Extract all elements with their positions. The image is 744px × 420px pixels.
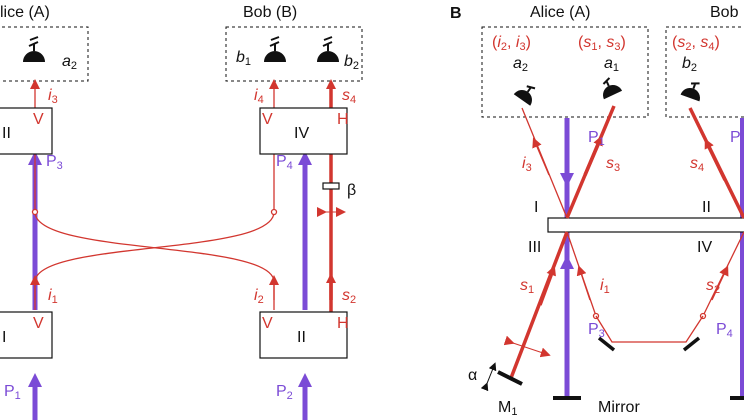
beam-label-i3-right: i3 [522,155,532,174]
detector-label-a1-right: a1 [604,55,619,74]
crystal-label-iv-right: IV [697,239,712,256]
crystal-label-ii-bottom-right: II [297,329,306,346]
panel-right: B Alice (A) Bob (i2, i3) (s1, s3) (s2, s… [450,4,744,418]
alice-title-left: lice (A) [0,4,50,21]
polarization-v-top-right: V [262,111,273,128]
mirror-m1 [497,370,523,386]
detector-label-b1-left: b1 [236,49,251,68]
group-label-i2-i3: (i2, i3) [492,34,531,53]
crystal-ii-bottom-right [259,311,348,359]
polarization-h-top-right: H [337,111,349,128]
detector-label-b2-right: b2 [682,55,697,74]
mirror-small-right [682,336,701,352]
detector-icon-a2-left [23,36,45,62]
alpha-label: α [468,367,477,384]
detector-icon-a1-right [602,77,623,100]
polarization-h-bottom-right: H [337,315,349,332]
detector-icon-a2-right [513,85,536,106]
crystal-label-i-right: I [534,199,538,216]
mirror-label-m1: M1 [498,399,517,418]
crystal-label-iv: IV [294,125,309,142]
crystal-label-ii-right: II [702,199,711,216]
detector-icon-b2-left [317,36,339,62]
pump-label-p-cut: P [730,129,741,146]
beam-label-s4-left: s4 [342,87,356,106]
bob-detector-box-left [225,26,363,82]
signal-arrow-s3 [583,135,603,176]
mirror-small-left [597,336,616,352]
idler-arrow-s2-right [711,265,729,301]
fiber-node-left [31,208,39,216]
wave-plate-beta [322,182,340,190]
pump-label-p1-right: P1 [588,129,605,148]
panel-letter-b: B [450,5,462,22]
pump-label-p4-right: P4 [716,321,733,340]
pump-label-p3-right: P3 [588,321,605,340]
idler-arrow-i1-right [576,265,591,301]
crystal-slab [547,217,744,233]
detector-icon-b1-left [264,36,286,62]
polarization-v-bottom-left: V [33,315,44,332]
pump-label-p2: P2 [276,383,293,402]
fiber-node-right [270,208,278,216]
beam-label-s2-left: s2 [342,287,356,306]
pump-label-p1: P1 [4,383,21,402]
detector-label-a2-left: a2 [62,53,77,72]
detector-label-a2-right: a2 [513,55,528,74]
idler-crossing-path-1 [34,211,275,283]
beam-label-i1-left: i1 [48,287,58,306]
mirror-label: Mirror [598,399,640,416]
signal-arrow-s4-right [704,138,727,181]
bob-title-right: Bob [710,4,739,21]
beta-label: β [347,182,356,199]
beam-label-i2-left: i2 [254,287,264,306]
crystal-label-ii-top-left: II [2,125,11,142]
polarization-v-bottom-right: V [262,315,273,332]
group-label-s1-s3: (s1, s3) [578,34,626,53]
beam-label-i4-left: i4 [254,87,264,106]
alpha-rotation-arrow [480,362,497,392]
bob-detector-box-right [665,26,744,118]
crystal-i-bottom-left [0,311,53,359]
group-label-s2-s4: (s2, s4) [672,34,720,53]
beam-label-i3-left: i3 [48,87,58,106]
idler-arrow-i3-right [532,137,550,176]
detector-label-b2-left: b2 [344,53,359,72]
beam-label-s4-right: s4 [690,155,704,174]
panel-left: lice (A) Bob (B) a2 b1 b2 [0,4,363,420]
beam-label-s3-right: s3 [606,155,620,174]
idler-crossing-path-2 [34,211,275,283]
bob-title-left: Bob (B) [243,4,297,21]
alice-detector-box-right [481,26,649,118]
idler-reflection-path [595,315,704,343]
crystal-ii-top-left [0,107,53,155]
beam-label-s2-right: s2 [706,277,720,296]
alpha-adjust-arrow [503,335,551,358]
pump-label-p4: P4 [276,153,293,172]
crystal-label-i-bottom-left: I [2,329,6,346]
signal-arrow-s1 [538,265,556,306]
alice-detector-box-left [0,26,89,82]
polarization-v-top-left: V [33,111,44,128]
pump-label-p3: P3 [46,153,63,172]
alice-title-right: Alice (A) [530,4,590,21]
crystal-label-iii-right: III [528,239,541,256]
beam-label-s1-right: s1 [520,277,534,296]
crystal-iv-top-right [259,107,348,155]
detector-icon-b2-right [680,82,700,102]
beam-label-i1-right: i1 [600,277,610,296]
